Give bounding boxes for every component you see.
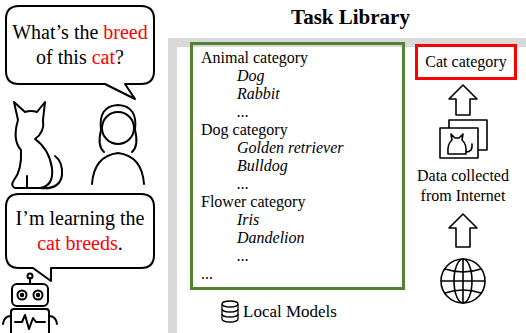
highlighted-word: cat breeds (37, 232, 118, 254)
robot-icon (3, 274, 57, 333)
speech-bubble: What’s the breed of this cat? (5, 5, 155, 85)
globe-latitude (445, 290, 481, 293)
cat-body (12, 102, 52, 188)
globe-icon (441, 259, 485, 303)
category-item: Bulldog (237, 157, 394, 175)
database-icon (222, 301, 238, 322)
category-item: Dandelion (237, 229, 394, 247)
bubble-text: What’s the breed of this cat? (9, 20, 151, 70)
globe-latitude (445, 269, 481, 272)
bubble-text: I’m learning the cat breeds. (9, 206, 151, 256)
caption-holder: Data collected from Internet (411, 166, 515, 206)
panel-label: Local Models (243, 301, 337, 323)
photo-cat (448, 134, 466, 154)
library-panel: Task LibraryLocal ModelsAnimal categoryD… (168, 38, 526, 333)
robot-antenna-tip (28, 274, 33, 279)
database-body (222, 304, 238, 322)
category-name: Animal category (201, 49, 394, 67)
panel-heading-holder: Task Library (268, 4, 433, 30)
category-name: Flower category (201, 193, 394, 211)
person-shoulders (92, 153, 144, 184)
photo-cat-tail (466, 144, 472, 152)
category-item: ... (237, 175, 394, 193)
database-ring (222, 309, 238, 312)
image-icon (440, 120, 487, 158)
person-icon (92, 105, 144, 184)
task-name: Cat category (425, 52, 506, 72)
bubble-shape (6, 194, 154, 281)
category-box: Animal categoryDogRabbit...Dog categoryG… (190, 42, 405, 290)
database-ring (222, 314, 238, 317)
person-head (102, 112, 134, 144)
robot-pulse (15, 315, 45, 329)
panel-frame-outer (168, 38, 526, 333)
panel-frame (168, 38, 526, 333)
panel-heading: Task Library (268, 4, 433, 30)
highlighted-word: cat (92, 46, 115, 68)
robot-arm (49, 316, 57, 324)
highlighted-word: breed (103, 21, 147, 43)
bubble-shape (6, 6, 154, 99)
panel-frame-inner (177, 47, 526, 333)
robot-eye (18, 291, 27, 300)
robot-eye (34, 291, 43, 300)
source-label: Data collected from Internet (411, 166, 515, 206)
category-name: Dog category (201, 121, 394, 139)
category-item: ... (237, 247, 394, 265)
panel-label-holder: Local Models (243, 301, 337, 323)
person-hair (101, 105, 137, 152)
cat-drawing (12, 102, 62, 188)
new-task-box: Cat category (415, 44, 517, 80)
category-item: Golden retriever (237, 139, 394, 157)
category-item: Iris (237, 211, 394, 229)
robot-arm (3, 316, 11, 324)
cat-leg (26, 176, 28, 188)
speech-bubble: I’m learning the cat breeds. (5, 193, 155, 269)
database-top (222, 301, 238, 307)
category-name: ... (201, 265, 394, 283)
cat-tail (40, 156, 62, 188)
robot-body (11, 309, 49, 333)
robot-pupil (37, 294, 39, 296)
robot-head (12, 284, 48, 306)
robot-pupil (21, 294, 23, 296)
person-hair-left (100, 130, 104, 152)
hollow-arrow (449, 214, 477, 247)
category-item: Dog (237, 67, 394, 85)
upload-arrows (449, 85, 477, 247)
category-item: Rabbit (237, 85, 394, 103)
photo-front (440, 128, 478, 158)
category-item: ... (237, 103, 394, 121)
hollow-arrow (449, 85, 477, 115)
globe-outline (441, 259, 485, 303)
globe-equator (441, 280, 485, 282)
